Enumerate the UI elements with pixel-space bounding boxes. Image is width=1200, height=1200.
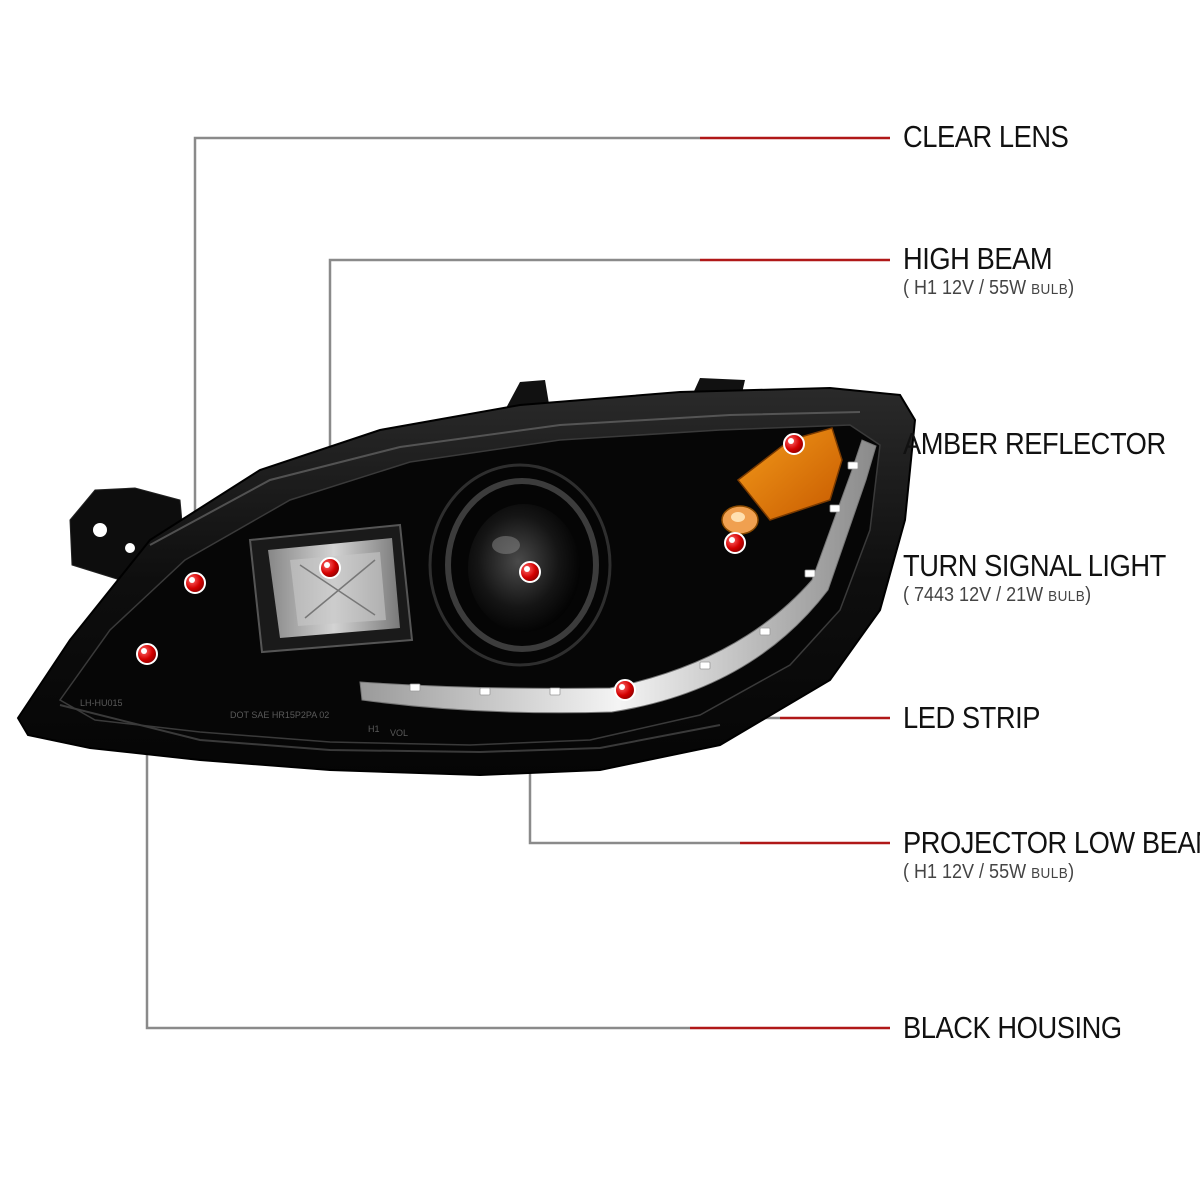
marker-dot-icon[interactable] bbox=[783, 433, 805, 455]
marker-dot-icon[interactable] bbox=[724, 532, 746, 554]
marker-dot-icon[interactable] bbox=[519, 561, 541, 583]
lens-markings: LH-HU015 DOT SAE HR15P2PA 02 H1 VOL bbox=[80, 698, 408, 738]
led-strip-chrome bbox=[359, 439, 877, 714]
callout-high-beam: HIGH BEAM ( H1 12V / 55W BULB) bbox=[903, 242, 1093, 302]
volt-marking: VOL bbox=[390, 728, 408, 738]
callout-title: HIGH BEAM bbox=[903, 241, 1053, 276]
callout-title: BLACK HOUSING bbox=[903, 1010, 1122, 1045]
callout-projector-low-beam: PROJECTOR LOW BEAM ( H1 12V / 55W BULB) bbox=[903, 826, 1200, 886]
callout-led-strip: LED STRIP bbox=[903, 701, 1059, 735]
marker-dot-icon[interactable] bbox=[319, 557, 341, 579]
callout-spec: ( H1 12V / 55W BULB) bbox=[903, 861, 1075, 883]
callout-title: AMBER REFLECTOR bbox=[903, 426, 1166, 461]
callout-clear-lens: CLEAR LENS bbox=[903, 120, 1091, 154]
callout-markers bbox=[136, 433, 805, 701]
lens-marking: DOT SAE HR15P2PA 02 bbox=[230, 710, 329, 720]
marker-dot-icon[interactable] bbox=[184, 572, 206, 594]
leader-line-clear-lens bbox=[193, 136, 890, 583]
turn-signal-bulb bbox=[721, 505, 759, 535]
headlight-body: LH-HU015 DOT SAE HR15P2PA 02 H1 VOL bbox=[16, 378, 917, 777]
marker-dot-icon[interactable] bbox=[614, 679, 636, 701]
part-marking: LH-HU015 bbox=[80, 698, 123, 708]
callout-title: CLEAR LENS bbox=[903, 119, 1069, 154]
callout-black-housing: BLACK HOUSING bbox=[903, 1011, 1151, 1045]
callout-title: LED STRIP bbox=[903, 700, 1041, 735]
callout-amber-reflector: AMBER REFLECTOR bbox=[903, 427, 1200, 461]
callout-turn-signal-light: TURN SIGNAL LIGHT ( 7443 12V / 21W BULB) bbox=[903, 549, 1200, 609]
projector-assembly bbox=[428, 463, 612, 667]
high-beam-reflector bbox=[248, 523, 414, 654]
callout-title: TURN SIGNAL LIGHT bbox=[903, 548, 1166, 583]
callout-spec: ( H1 12V / 55W BULB) bbox=[903, 277, 1075, 299]
led-chips bbox=[409, 461, 859, 696]
bulb-marking: H1 bbox=[368, 724, 380, 734]
callout-title: PROJECTOR LOW BEAM bbox=[903, 825, 1200, 860]
callout-spec: ( 7443 12V / 21W BULB) bbox=[903, 584, 1092, 606]
leader-line-black-housing bbox=[145, 654, 890, 1030]
marker-dot-icon[interactable] bbox=[136, 643, 158, 665]
